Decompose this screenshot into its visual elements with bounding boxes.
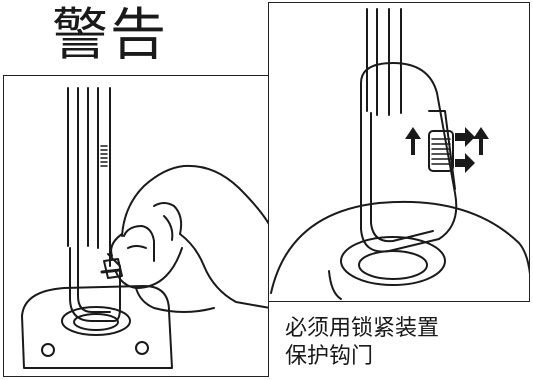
up-arrow-icon-right xyxy=(473,127,489,155)
illustration-locked-gate xyxy=(268,2,530,302)
illustration-hand-locking xyxy=(3,75,269,377)
locked-carabiner-drawing xyxy=(270,8,529,300)
warning-title: 警告 xyxy=(52,3,168,68)
rotate-arrow-icon xyxy=(455,127,475,173)
hand-carabiner-drawing xyxy=(21,87,268,369)
caption-line-2: 保护钩门 xyxy=(285,344,374,369)
instruction-caption: 必须用锁紧装置 保护钩门 xyxy=(285,315,525,371)
up-arrow-icon xyxy=(405,127,421,155)
caption-line-1: 必须用锁紧装置 xyxy=(285,316,440,341)
